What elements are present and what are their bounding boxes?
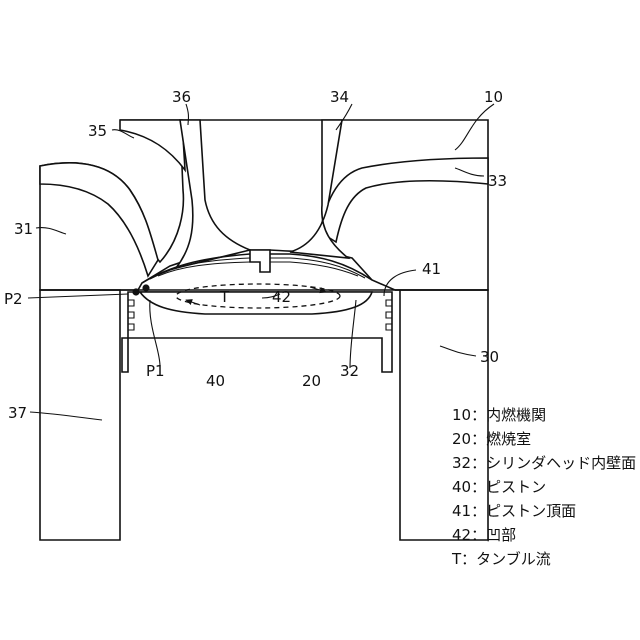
legend: 10：内燃機関 20：燃焼室 32：シリンダヘッド内壁面 40：ピストン 41：… xyxy=(451,406,636,568)
label-20: 20 xyxy=(302,372,321,390)
legend-item: T：タンブル流 xyxy=(451,550,551,568)
label-36: 36 xyxy=(172,88,191,106)
intake-port xyxy=(40,163,158,276)
label-30: 30 xyxy=(480,348,499,366)
label-40: 40 xyxy=(206,372,225,390)
label-p1: P1 xyxy=(146,362,165,380)
spark-plug-electrode xyxy=(250,250,270,272)
legend-item: 10：内燃機関 xyxy=(452,406,546,424)
label-p2: P2 xyxy=(4,290,23,308)
piston-recess xyxy=(140,292,372,314)
label-32: 32 xyxy=(340,362,359,380)
label-10: 10 xyxy=(484,88,503,106)
label-34: 34 xyxy=(330,88,349,106)
point-p1 xyxy=(142,284,149,291)
label-33: 33 xyxy=(488,172,507,190)
legend-item: 20：燃焼室 xyxy=(452,430,531,448)
label-37: 37 xyxy=(8,404,27,422)
legend-item: 42：凹部 xyxy=(452,526,516,544)
legend-item: 40：ピストン xyxy=(452,478,546,496)
label-t: T xyxy=(219,288,230,306)
point-p2 xyxy=(132,288,139,295)
spark-plug-boss xyxy=(120,120,185,170)
label-41: 41 xyxy=(422,260,441,278)
label-31: 31 xyxy=(14,220,33,238)
legend-item: 41：ピストン頂面 xyxy=(452,502,576,520)
intake-valve xyxy=(176,120,250,268)
legend-item: 32：シリンダヘッド内壁面 xyxy=(452,454,636,472)
label-35: 35 xyxy=(88,122,107,140)
cylinder-block-left xyxy=(40,290,120,540)
label-42: 42 xyxy=(272,288,291,306)
